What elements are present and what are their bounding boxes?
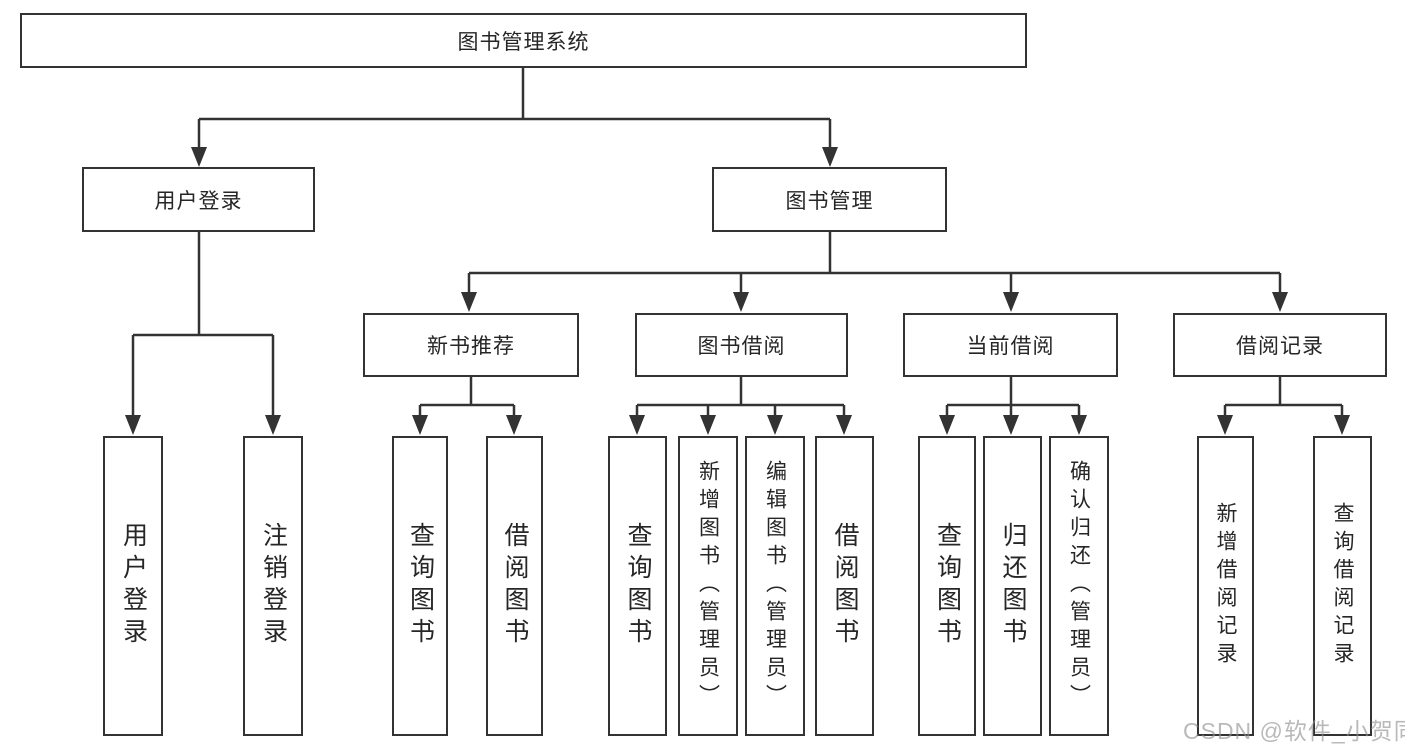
node-leaf-borrow-books-1: 借阅图书 [486,436,543,736]
node-root: 图书管理系统 [20,13,1027,68]
node-label: 图书借阅 [697,335,786,358]
node-root-label: 图书管理系统 [457,30,590,54]
node-leaf-add-books-admin: 新增图书（管理员） [678,436,738,736]
node-label: 新书推荐 [427,335,515,358]
node-label: 借阅图书 [831,522,859,650]
node-label: 新增借阅记录 [1214,502,1237,670]
node-label: 确认归还（管理员） [1067,460,1091,712]
node-label: 查询图书 [933,522,962,650]
node-label: 新增图书（管理员） [696,460,720,712]
node-leaf-query-books-1: 查询图书 [392,436,448,736]
node-label: 编辑图书（管理员） [763,460,787,712]
node-leaf-return-books: 归还图书 [983,436,1042,736]
node-label: 查询借阅记录 [1331,502,1354,670]
node-label: 借阅图书 [501,522,529,650]
node-label: 查询图书 [624,522,652,650]
node-label: 借阅记录 [1236,335,1324,358]
csdn-watermark: CSDN @软件_小贺同学 [1183,718,1405,744]
node-leaf-logout: 注销登录 [243,436,303,736]
node-label: 用户登录 [119,522,148,650]
node-label: 查询图书 [406,522,435,650]
node-label: 当前借阅 [966,335,1055,358]
node-user-login-label: 用户登录 [154,189,243,213]
node-leaf-query-books-3: 查询图书 [918,436,976,736]
node-leaf-edit-books-admin: 编辑图书（管理员） [745,436,805,736]
node-borrow-records: 借阅记录 [1173,313,1387,377]
node-leaf-query-books-2: 查询图书 [608,436,667,736]
node-user-login: 用户登录 [82,167,315,232]
node-current-borrowing: 当前借阅 [903,313,1118,377]
node-book-borrowing: 图书借阅 [635,313,848,377]
node-leaf-add-borrow-record: 新增借阅记录 [1197,436,1254,736]
node-label: 归还图书 [999,522,1027,650]
node-book-management-label: 图书管理 [785,189,874,213]
node-book-management: 图书管理 [712,167,947,232]
node-leaf-borrow-books-2: 借阅图书 [815,436,874,736]
node-leaf-user-login: 用户登录 [103,436,163,736]
node-label: 注销登录 [259,522,288,650]
node-new-book-recommend: 新书推荐 [363,313,579,377]
node-leaf-confirm-return-admin: 确认归还（管理员） [1049,436,1109,736]
node-leaf-query-borrow-record: 查询借阅记录 [1313,436,1372,736]
